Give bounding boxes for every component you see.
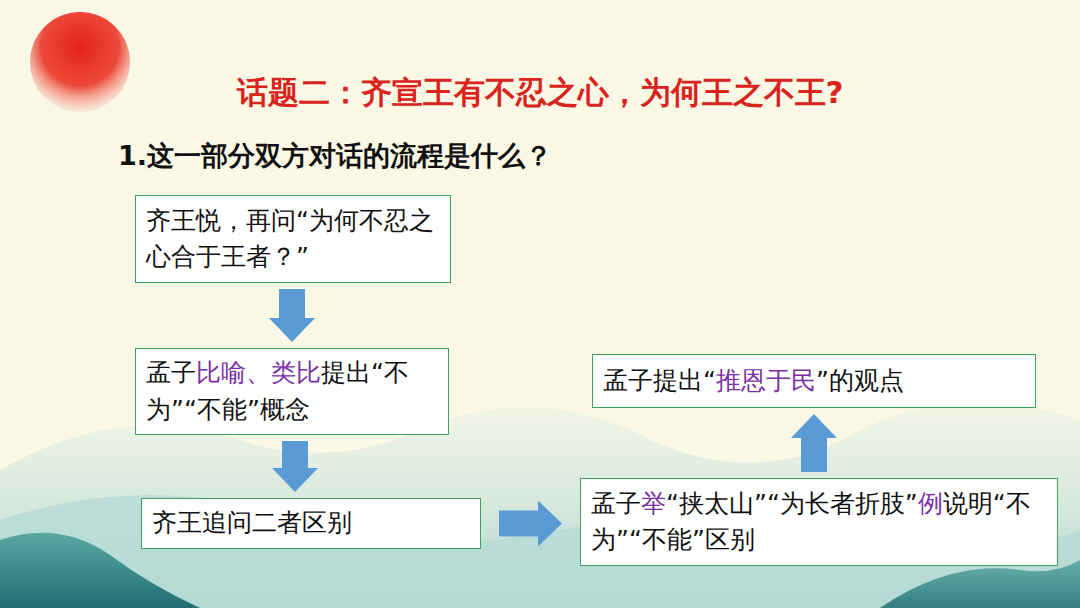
process-box: 孟子提出“推恩于民”的观点 bbox=[592, 354, 1036, 408]
process-box: 孟子举“挟太山”“为长者折肢”例说明“不为”“不能”区别 bbox=[580, 478, 1058, 566]
right-wave bbox=[880, 560, 1080, 608]
box-text: 齐王追问二者区别 bbox=[152, 505, 470, 541]
block-arrow bbox=[499, 501, 562, 547]
block-arrow bbox=[791, 414, 837, 472]
box-text: 孟子比喻、类比提出“不为”“不能”概念 bbox=[146, 355, 438, 428]
process-box: 孟子比喻、类比提出“不为”“不能”概念 bbox=[135, 348, 449, 435]
block-arrow bbox=[269, 289, 315, 342]
process-box: 齐王追问二者区别 bbox=[141, 498, 481, 549]
block-arrow bbox=[272, 441, 318, 492]
box-text: 孟子提出“推恩于民”的观点 bbox=[603, 363, 1025, 399]
red-sun bbox=[30, 12, 130, 112]
process-box: 齐王悦，再问“为何不忍之心合于王者？” bbox=[135, 195, 451, 283]
box-text: 孟子举“挟太山”“为长者折肢”例说明“不为”“不能”区别 bbox=[591, 486, 1047, 559]
slide-title: 话题二：齐宣王有不忍之心，为何王之不王? bbox=[0, 72, 1080, 114]
box-text: 齐王悦，再问“为何不忍之心合于王者？” bbox=[146, 203, 440, 276]
question-text: 1.这一部分双方对话的流程是什么？ bbox=[118, 138, 552, 174]
